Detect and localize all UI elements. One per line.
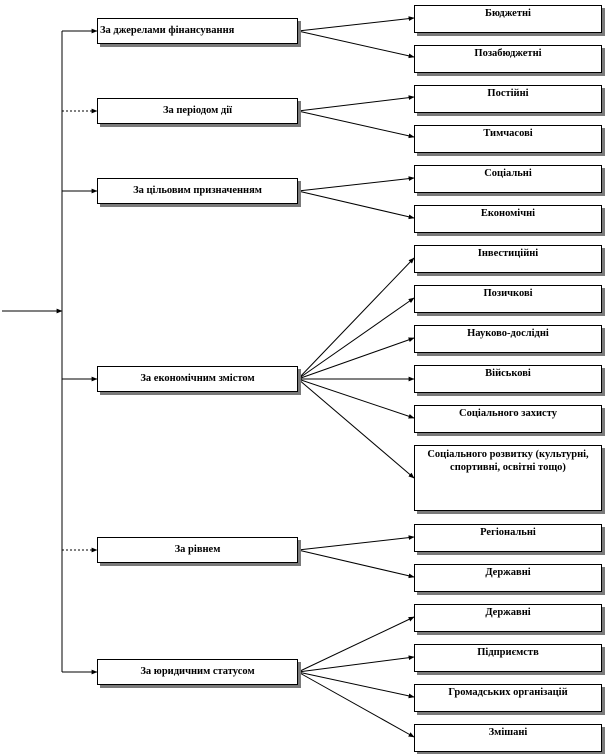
leaf-arrow-3-2 (297, 337, 415, 380)
category-box-legal-status: За юридичним статусом (97, 659, 298, 685)
leaf-arrow-2-1 (297, 190, 415, 220)
category-box-purpose: За цільовим призначенням (97, 178, 298, 204)
leaf-box-social-development: Соціального розвитку (культурні, спортив… (414, 445, 602, 511)
leaf-box-military: Військові (414, 365, 602, 393)
leaf-box-social: Соціальні (414, 165, 602, 193)
leaf-box-permanent: Постійні (414, 85, 602, 113)
leaf-arrow-3-5 (297, 378, 415, 479)
leaf-arrow-4-1 (297, 549, 415, 579)
leaf-box-budget: Бюджетні (414, 5, 602, 33)
category-box-economic-content: За економічним змістом (97, 366, 298, 392)
leaf-box-economic: Економічні (414, 205, 602, 233)
category-box-funding-source: За джерелами фінансування (97, 18, 298, 44)
leaf-box-social-protection: Соціального захисту (414, 405, 602, 433)
category-box-level: За рівнем (97, 537, 298, 563)
leaf-arrow-0-1 (297, 30, 415, 59)
leaf-arrow-2-0 (297, 176, 415, 192)
leaf-box-regional: Регіональні (414, 524, 602, 552)
leaf-arrow-3-4 (297, 378, 415, 419)
leaf-arrow-5-2 (297, 671, 415, 699)
leaf-arrow-1-1 (297, 110, 415, 139)
leaf-box-state-legal: Державні (414, 604, 602, 632)
leaf-arrow-3-1 (297, 297, 415, 380)
leaf-box-mixed: Змішані (414, 724, 602, 752)
leaf-arrow-3-0 (297, 257, 415, 380)
leaf-box-investment: Інвестиційні (414, 245, 602, 273)
leaf-box-temporary: Тимчасові (414, 125, 602, 153)
leaf-box-public-organizations: Громадських організацій (414, 684, 602, 712)
leaf-box-extra-budget: Позабюджетні (414, 45, 602, 73)
leaf-box-enterprises: Підприємств (414, 644, 602, 672)
leaf-arrow-5-0 (297, 616, 415, 673)
leaf-arrow-5-1 (297, 655, 415, 673)
leaf-arrow-4-0 (297, 535, 415, 551)
category-box-validity-period: За періодом дії (97, 98, 298, 124)
leaf-arrow-5-3 (297, 671, 415, 738)
leaf-arrow-0-0 (297, 16, 415, 32)
leaf-arrow-1-0 (297, 95, 415, 112)
leaf-box-research: Науково-дослідні (414, 325, 602, 353)
leaf-box-loan: Позичкові (414, 285, 602, 313)
leaf-box-state-level: Державні (414, 564, 602, 592)
